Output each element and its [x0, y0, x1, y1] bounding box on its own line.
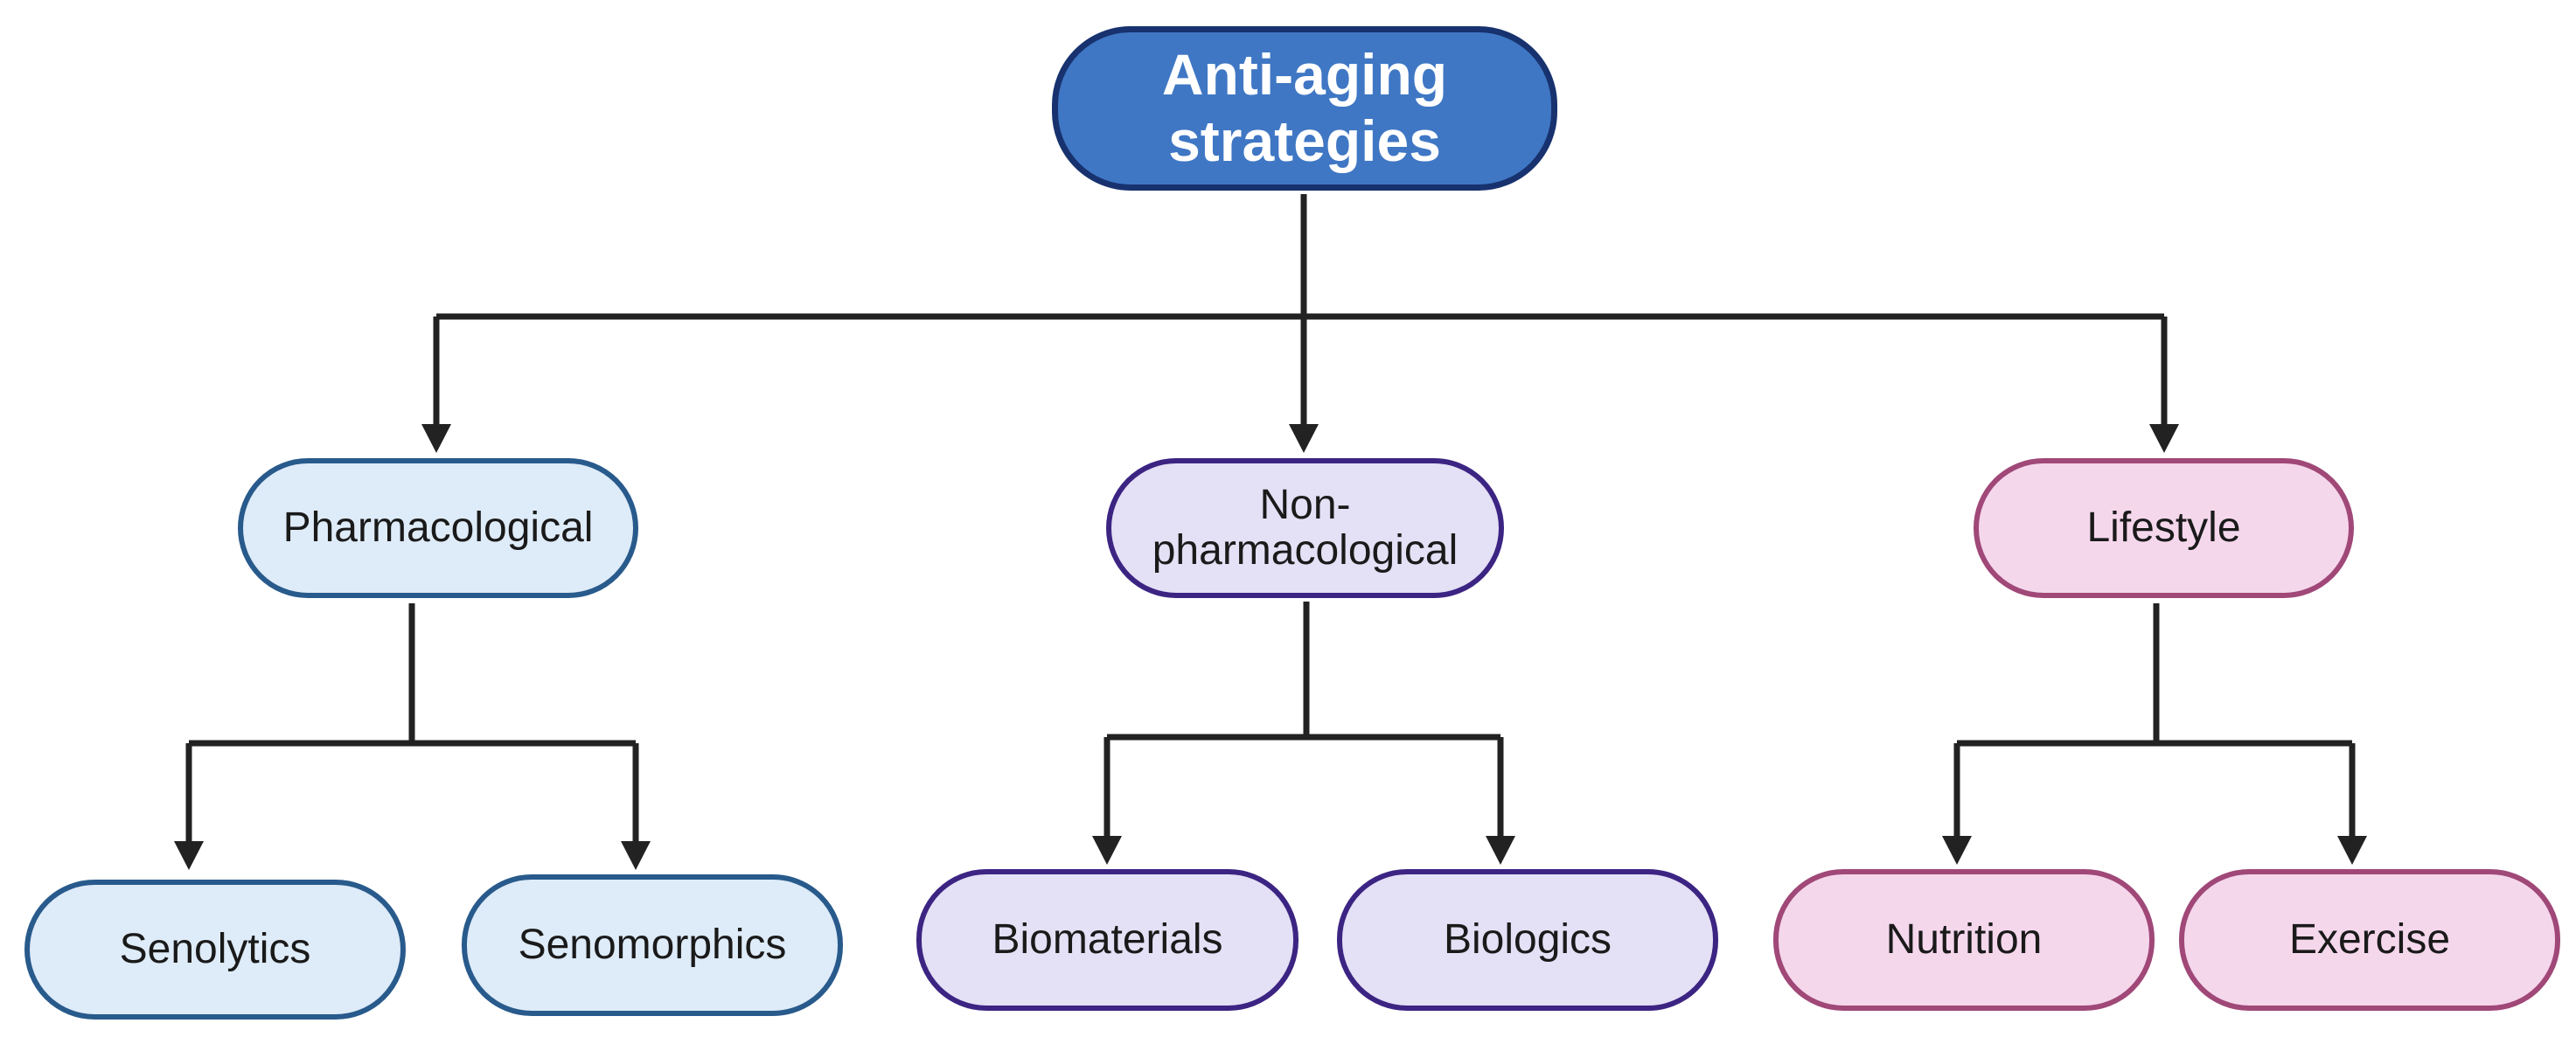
- arrowhead-exercise: [2337, 836, 2367, 865]
- leaf-label-senolytics: Senolytics: [119, 926, 311, 973]
- non-pharmacological-connectors: [1104, 602, 1504, 841]
- root-node-label: Anti-aging strategies: [1161, 42, 1448, 173]
- pharmacological-connectors: [185, 603, 639, 846]
- leaf-node-biologics: Biologics: [1337, 869, 1718, 1011]
- category-node-pharmacological: Pharmacological: [238, 458, 638, 598]
- arrowhead-senolytics: [174, 841, 204, 870]
- root-connectors: [436, 194, 2164, 320]
- category-label-pharmacological: Pharmacological: [282, 505, 594, 552]
- leaf-node-biomaterials: Biomaterials: [916, 869, 1298, 1011]
- arrowhead-biologics: [1486, 836, 1515, 865]
- leaf-label-biologics: Biologics: [1443, 916, 1612, 964]
- arrowhead-lifestyle: [2149, 424, 2179, 453]
- leaf-node-exercise: Exercise: [2179, 869, 2560, 1011]
- arrowhead-biomaterials: [1092, 836, 1122, 865]
- arrowhead-senomorphics: [621, 841, 651, 870]
- category-label-non-pharmacological: Non- pharmacological: [1152, 482, 1459, 574]
- arrowhead-non-pharmacological: [1289, 424, 1319, 453]
- root-node-anti-aging-strategies: Anti-aging strategies: [1052, 26, 1557, 191]
- lifestyle-connectors: [1953, 603, 2356, 841]
- arrowhead-nutrition: [1942, 836, 1972, 865]
- category-label-lifestyle: Lifestyle: [2086, 505, 2241, 552]
- arrowhead-pharmacological: [421, 424, 451, 453]
- leaf-node-senolytics: Senolytics: [24, 880, 406, 1020]
- leaf-node-senomorphics: Senomorphics: [462, 874, 843, 1016]
- category-node-lifestyle: Lifestyle: [1974, 458, 2354, 598]
- leaf-label-exercise: Exercise: [2288, 916, 2451, 964]
- leaf-label-biomaterials: Biomaterials: [992, 916, 1223, 964]
- leaf-label-senomorphics: Senomorphics: [518, 922, 787, 969]
- leaf-node-nutrition: Nutrition: [1773, 869, 2155, 1011]
- leaf-label-nutrition: Nutrition: [1885, 916, 2043, 964]
- root-arrows: [421, 317, 2179, 453]
- category-node-non-pharmacological: Non- pharmacological: [1106, 458, 1504, 598]
